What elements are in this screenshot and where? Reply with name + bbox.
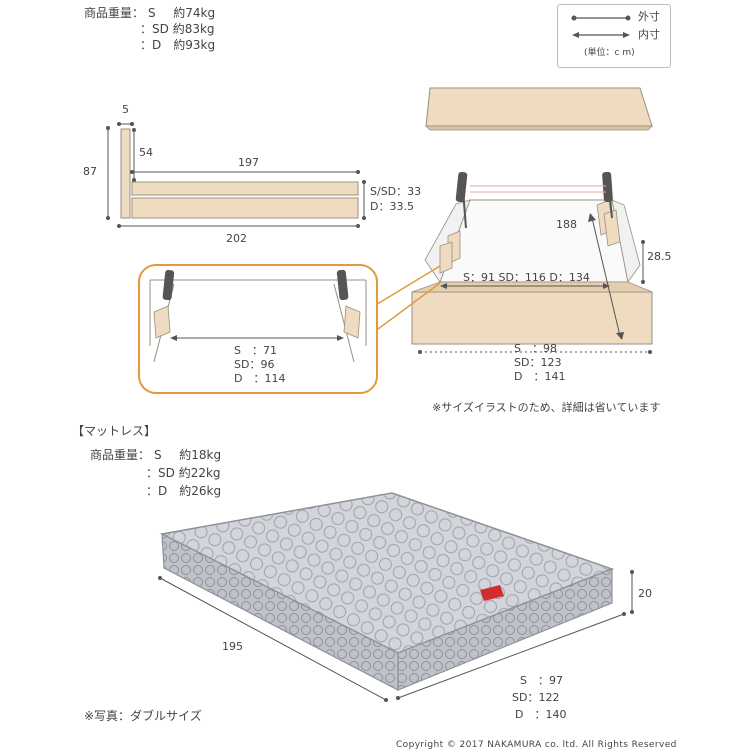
weight-value: 約83kg (172, 22, 215, 36)
inset-width-sd: SD：96 (234, 358, 275, 371)
mattress-width-d: D ：140 (515, 708, 567, 721)
legend-unit-label: (単位：c m) (584, 48, 635, 58)
dim-d: D：33.5 (370, 200, 414, 213)
width-size: S (520, 674, 527, 687)
dim-28-5: 28.5 (647, 250, 672, 263)
side-lower-board (131, 197, 359, 219)
mattress-weight-label: 商品重量： (90, 448, 151, 462)
side-upper-board (131, 181, 359, 196)
inner-width-inset: S ：71 SD：96 D ：114 (138, 264, 378, 394)
legend-inner-label: 内寸 (638, 28, 660, 41)
illustration-note: ※サイズイラストのため、詳細は省いています (432, 401, 661, 414)
frame-weight-label: 商品重量： (84, 6, 145, 20)
inset-width-d: D ：114 (234, 372, 286, 385)
mattress-dim-height: 20 (638, 587, 652, 600)
weight-size: D (158, 484, 168, 498)
width-value: 97 (548, 674, 563, 687)
weight-value: 約26kg (179, 484, 222, 498)
dimension-legend: 外寸 内寸 (単位：c m) (557, 4, 671, 68)
weight-value: 約93kg (173, 38, 216, 52)
legend-outer-label: 外寸 (638, 10, 660, 23)
weight-size: SD (152, 22, 169, 36)
width-size: SD (512, 691, 528, 704)
width-value: 122 (538, 691, 560, 704)
dim-54: 54 (139, 146, 153, 159)
dim-s-sd: S/SD：33 (370, 185, 422, 198)
dim-188: 188 (556, 218, 577, 231)
legend-arrows (571, 15, 631, 38)
frame-weight-d: ：D 約93kg (140, 38, 216, 52)
mattress-weight-s: S 約18kg (154, 448, 221, 463)
photo-note: ※写真：ダブルサイズ (84, 709, 202, 723)
weight-value: 約74kg (173, 6, 216, 20)
mattress-weight-sd: ：SD 約22kg (146, 466, 221, 480)
dim-87: 87 (83, 165, 97, 178)
weight-value: 約18kg (179, 448, 222, 462)
outer-width-d: D ：141 (514, 370, 566, 383)
weight-size: D (152, 38, 162, 52)
copyright: Copyright © 2017 NAKAMURA co. ltd. All R… (396, 740, 677, 750)
width-size: D (515, 708, 524, 721)
mattress-section-title: 【マットレス】 (72, 424, 157, 438)
weight-size: S (148, 6, 156, 20)
frame-weight-sd: ：SD 約83kg (140, 22, 215, 36)
weight-size: SD (158, 466, 175, 480)
mattress-width-sd: SD：122 (512, 691, 560, 704)
outer-width-sd: SD：123 (514, 356, 562, 369)
weight-size: S (154, 448, 162, 462)
inner-widths: S：91 SD：116 D：134 (463, 271, 590, 284)
frame-weight-s: S 約74kg (148, 6, 215, 21)
side-headboard (120, 128, 131, 219)
mattress-dim-length: 195 (222, 640, 243, 653)
dim-197: 197 (238, 156, 259, 169)
mattress-side-right (397, 568, 613, 691)
dim-202: 202 (226, 232, 247, 245)
mattress-brand-label (480, 585, 504, 601)
inset-drawing (149, 269, 367, 363)
mattress-weight-d: ：D 約26kg (146, 484, 222, 498)
outer-width-s: S ：98 (514, 342, 557, 355)
dim-5: 5 (122, 103, 129, 116)
mattress-width-s: S ：97 (520, 674, 563, 687)
weight-value: 約22kg (178, 466, 221, 480)
inset-width-s: S ：71 (234, 344, 277, 357)
width-value: 140 (545, 708, 567, 721)
